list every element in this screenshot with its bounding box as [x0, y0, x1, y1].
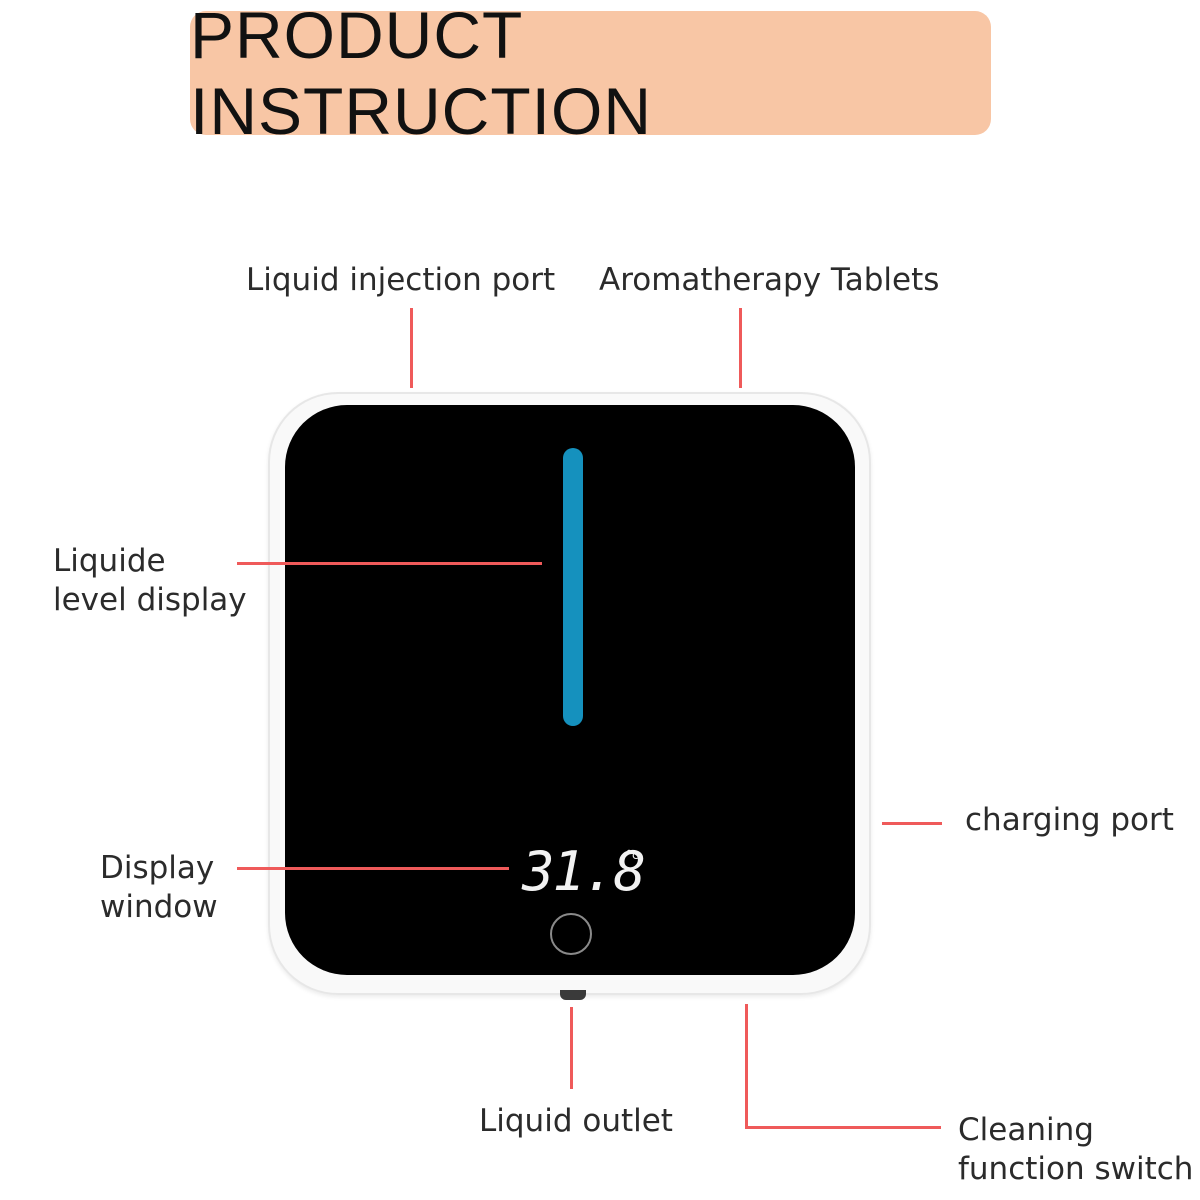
label-liquid-injection-port: Liquid injection port	[246, 262, 556, 298]
label-display-window-line2: window	[100, 889, 218, 925]
leader-line-injection-port	[410, 308, 413, 388]
title-banner: PRODUCT INSTRUCTION	[190, 0, 991, 148]
leader-line-aromatherapy	[739, 308, 742, 388]
label-cleaning-line1: Cleaning	[958, 1112, 1094, 1148]
leader-line-liquid-outlet	[570, 1007, 573, 1089]
temperature-readout: 31.8	[522, 840, 646, 903]
label-cleaning-line2: function switch	[958, 1151, 1194, 1187]
leader-line-charging-port	[882, 822, 942, 825]
page-title: PRODUCT INSTRUCTION	[190, 0, 652, 148]
label-liquid-level-line1: Liquide	[53, 543, 166, 579]
temperature-unit: °c	[626, 848, 639, 862]
touch-button[interactable]	[550, 913, 592, 955]
liquid-level-bar	[563, 448, 583, 726]
leader-line-cleaning-vertical	[745, 1004, 748, 1129]
label-liquid-outlet: Liquid outlet	[479, 1103, 673, 1139]
leader-line-liquid-level	[237, 562, 542, 565]
label-charging-port: charging port	[965, 802, 1174, 838]
label-liquid-level-line2: level display	[53, 582, 247, 618]
leader-line-display-window	[237, 867, 509, 870]
label-display-window-line1: Display	[100, 850, 215, 886]
leader-line-cleaning-horizontal	[745, 1126, 941, 1129]
label-aromatherapy-tablets: Aromatherapy Tablets	[599, 262, 940, 298]
liquid-outlet-nozzle	[560, 990, 586, 1000]
